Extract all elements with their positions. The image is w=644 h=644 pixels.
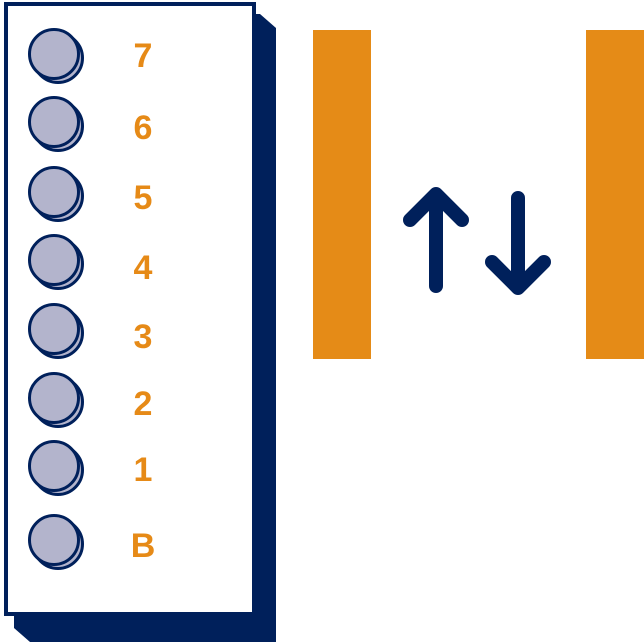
floor-6-button[interactable]: [28, 96, 84, 152]
button-face: [28, 96, 80, 148]
floor-row-7: 7: [8, 28, 260, 88]
floor-5-button[interactable]: [28, 166, 84, 222]
button-face: [28, 166, 80, 218]
floor-b-button[interactable]: [28, 514, 84, 570]
floor-1-button[interactable]: [28, 440, 84, 496]
arrow-up-icon: [403, 187, 469, 293]
floor-row-3: 3: [8, 303, 260, 363]
floor-4-button[interactable]: [28, 234, 84, 290]
right-door: [586, 30, 644, 359]
button-face: [28, 28, 80, 80]
arrow-down-icon: [485, 191, 551, 295]
floor-3-button[interactable]: [28, 303, 84, 359]
floor-row-b: B: [8, 514, 260, 574]
floor-7-button[interactable]: [28, 28, 84, 84]
button-face: [28, 514, 80, 566]
left-door: [313, 30, 371, 359]
button-face: [28, 234, 80, 286]
floor-7-label: 7: [133, 37, 153, 75]
floor-b-label: B: [130, 527, 156, 565]
floor-row-6: 6: [8, 96, 260, 156]
floor-6-label: 6: [133, 109, 153, 147]
floor-3-label: 3: [133, 318, 153, 356]
floor-5-label: 5: [133, 179, 153, 217]
floor-1-label: 1: [133, 451, 153, 489]
floor-row-4: 4: [8, 234, 260, 294]
floor-2-button[interactable]: [28, 372, 84, 428]
floor-row-1: 1: [8, 440, 260, 500]
button-face: [28, 440, 80, 492]
floor-2-label: 2: [133, 385, 153, 423]
floor-row-5: 5: [8, 166, 260, 226]
button-face: [28, 372, 80, 424]
floor-button-panel: 7 6 5 4: [4, 2, 256, 616]
floor-row-2: 2: [8, 372, 260, 432]
button-face: [28, 303, 80, 355]
floor-4-label: 4: [133, 249, 153, 287]
